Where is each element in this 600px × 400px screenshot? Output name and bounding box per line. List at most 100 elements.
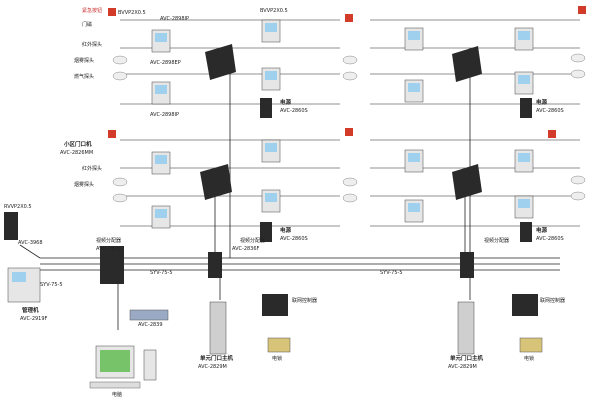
ctrl-label: 联网控制器 [540,298,566,304]
rack-unit [129,309,169,321]
door-lock-icon [267,337,291,353]
cable-label: RVVP2X0.5 [4,204,32,210]
monitor-unit [514,149,534,173]
door-station-model: AVC-2829M [448,364,477,370]
distributor-label: 视频分配器 [240,238,266,244]
smoke-label: 烟雾探头 [74,182,95,188]
door-station-label: 单元门口主机 [200,356,234,362]
device-model-label: AVC-2898EP [150,60,181,66]
ctrl-model-label: AVC-3968 [18,240,43,246]
gas-label: 燃气探头 [74,74,95,80]
door-station-model: AVC-2829M [198,364,227,370]
emergency-button-icon [108,130,116,138]
monitor-unit [151,205,171,229]
distributor-box [208,252,222,278]
power-supply-box [260,222,272,242]
smoke-detector-icon [112,71,128,81]
smoke-detector-icon [570,191,586,201]
emergency-label: 紧急按钮 [82,8,103,14]
power-label: 电源 [536,228,548,234]
monitor-unit [261,189,281,213]
power-model-label: AVC-2860S [280,236,308,242]
monitor-unit [151,29,171,53]
cable-label: BVVP2X0.5 [260,8,288,14]
door-mag-label: 门磁 [82,22,93,28]
emergency-button-icon [548,130,556,138]
electric-lock-icon [512,294,538,316]
computer-tower [143,349,157,381]
smoke-detector-icon [570,53,586,63]
video-switcher-box [100,246,124,284]
ctrl-label: 联网控制器 [292,298,318,304]
smoke-detector-icon [342,55,358,65]
infrared-label: 红外探头 [82,166,103,172]
switcher-model-label: AVC-2839 [96,246,121,252]
monitor-unit [261,19,281,43]
floor-controller [452,46,482,82]
manager-label: 管理机 [22,308,39,314]
monitor-unit [261,139,281,163]
door-station-panel [457,301,475,355]
small-door-model: AVC-2826MM [60,150,94,156]
monitor-unit [151,151,171,175]
sensors [108,6,586,203]
device-model-label: AVC-2898IP [150,112,180,118]
floor-controller [205,44,236,80]
network-controller-box [4,212,18,240]
emergency-button-icon [345,14,353,22]
device-model-label: AVC-2898IP [160,16,190,22]
smoke-detector-icon [112,55,128,65]
smoke-label: 烟雾探头 [74,58,95,64]
power-label: 电源 [280,228,292,234]
switcher-model-label: AVC-2839 [138,322,163,328]
door-stations [209,294,543,355]
smoke-detector-icon [112,177,128,187]
smoke-detector-icon [342,177,358,187]
floor-controller [452,164,482,200]
power-model-label: AVC-2860S [280,108,308,114]
monitor-unit [151,81,171,105]
door-station-panel [209,301,227,355]
smoke-detector-icon [112,193,128,203]
indoor-monitors [151,19,534,229]
power-supply-box [520,98,532,118]
floor-controller [200,164,232,200]
emergency-button-icon [108,8,116,16]
monitor-unit [404,27,424,51]
monitor-unit [404,79,424,103]
computer-label: 电脑 [112,392,123,398]
monitor-unit [404,199,424,223]
power-label: 电源 [280,100,292,106]
smoke-detector-icon [342,193,358,203]
cable-label: SYV-75-5 [380,270,403,276]
smoke-detector-icon [342,71,358,81]
door-lock-icon [519,337,543,353]
monitor-unit [514,71,534,95]
cable-label: BVVP2X0.5 [118,10,146,16]
electric-lock-icon [262,294,288,316]
trunk-distributors [208,252,474,278]
monitor-unit [261,67,281,91]
power-model-label: AVC-2860S [536,236,564,242]
distributor-model-label: AVC-2836F [232,246,260,252]
distributor-label: 视频分配器 [96,238,122,244]
distributor-label: 视频分配器 [484,238,510,244]
door-station-label: 单元门口主机 [450,356,484,362]
emergency-button-icon [345,128,353,136]
computer-screen [100,350,130,372]
floor-controllers [200,44,482,200]
power-model-label: AVC-2860S [536,108,564,114]
smoke-detector-icon [570,69,586,79]
cable-label: SYV-75-5 [40,282,63,288]
infrared-label: 红外探头 [82,42,103,48]
small-door-label: 小区门口机 [64,142,92,148]
power-supplies [260,98,532,242]
monitor-unit [514,195,534,219]
power-label: 电源 [536,100,548,106]
left-equipment [4,212,169,389]
power-supply-box [260,98,272,118]
monitor-unit [514,27,534,51]
cable-label: SYV-75-5 [150,270,173,276]
monitor-unit [404,149,424,173]
lock-label: 电锁 [272,356,283,362]
